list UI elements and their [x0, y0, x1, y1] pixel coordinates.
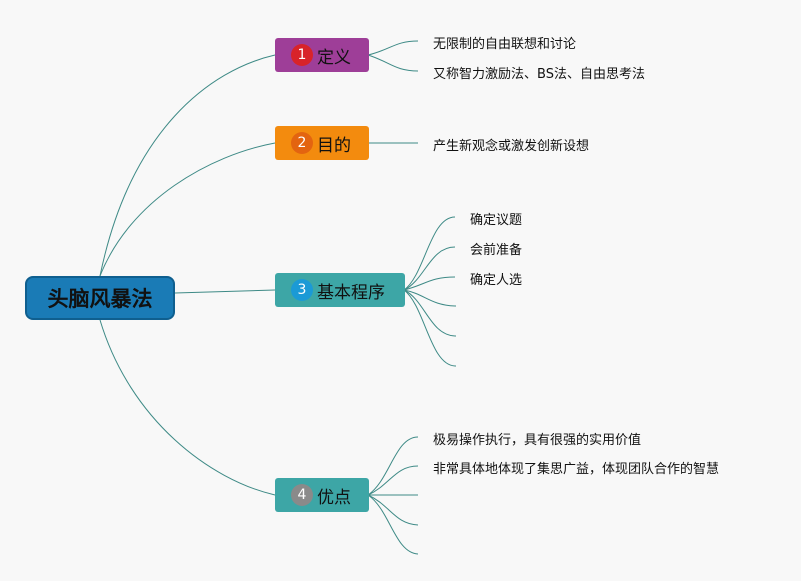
- branch-advantages[interactable]: 4 优点: [275, 478, 369, 512]
- leaf-purpose-1[interactable]: 产生新观念或激发创新设想: [433, 139, 590, 154]
- connector-procedure-leaf-4: [403, 289, 456, 307]
- connector-root-advantages: [99, 319, 276, 496]
- connector-definition-leaf-2: [367, 54, 419, 72]
- connector-procedure-leaf-5: [403, 289, 456, 337]
- priority-1-icon: 1: [291, 44, 313, 66]
- branch-procedure[interactable]: 3 基本程序: [275, 273, 405, 307]
- connector-definition-leaf-1: [367, 40, 419, 56]
- branch-label: 基本程序: [317, 282, 385, 303]
- connector-advantages-leaf-2: [367, 465, 419, 496]
- root-label: 头脑风暴法: [47, 287, 153, 311]
- connector-root-definition: [99, 54, 276, 277]
- root-node[interactable]: 头脑风暴法: [25, 276, 175, 320]
- connector-procedure-leaf-1: [403, 216, 456, 291]
- connector-root-purpose: [99, 142, 276, 277]
- branch-definition[interactable]: 1 定义: [275, 38, 369, 72]
- branch-label: 定义: [317, 47, 351, 68]
- priority-4-icon: 4: [291, 484, 313, 506]
- leaf-advantages-2[interactable]: 非常具体地体现了集思广益，体现团队合作的智慧: [433, 462, 720, 477]
- priority-3-icon: 3: [291, 279, 313, 301]
- branch-label: 目的: [317, 135, 351, 156]
- connector-advantages-leaf-5: [367, 494, 419, 555]
- branch-purpose[interactable]: 2 目的: [275, 126, 369, 160]
- connector-advantages-leaf-4: [367, 494, 419, 526]
- leaf-definition-2[interactable]: 又称智力激励法、BS法、自由思考法: [433, 67, 645, 82]
- leaf-advantages-1[interactable]: 极易操作执行，具有很强的实用价值: [433, 433, 642, 448]
- branch-label: 优点: [317, 487, 351, 508]
- leaf-procedure-1[interactable]: 确定议题: [470, 213, 523, 228]
- priority-2-icon: 2: [291, 132, 313, 154]
- connector-procedure-leaf-6: [403, 289, 456, 367]
- connector-procedure-leaf-3: [403, 276, 456, 291]
- connector-advantages-leaf-1: [367, 436, 419, 496]
- connector-root-procedure: [174, 289, 276, 294]
- leaf-definition-1[interactable]: 无限制的自由联想和讨论: [433, 37, 577, 52]
- connector-procedure-leaf-2: [403, 246, 456, 291]
- leaf-procedure-3[interactable]: 确定人选: [470, 273, 523, 288]
- leaf-procedure-2[interactable]: 会前准备: [470, 243, 523, 258]
